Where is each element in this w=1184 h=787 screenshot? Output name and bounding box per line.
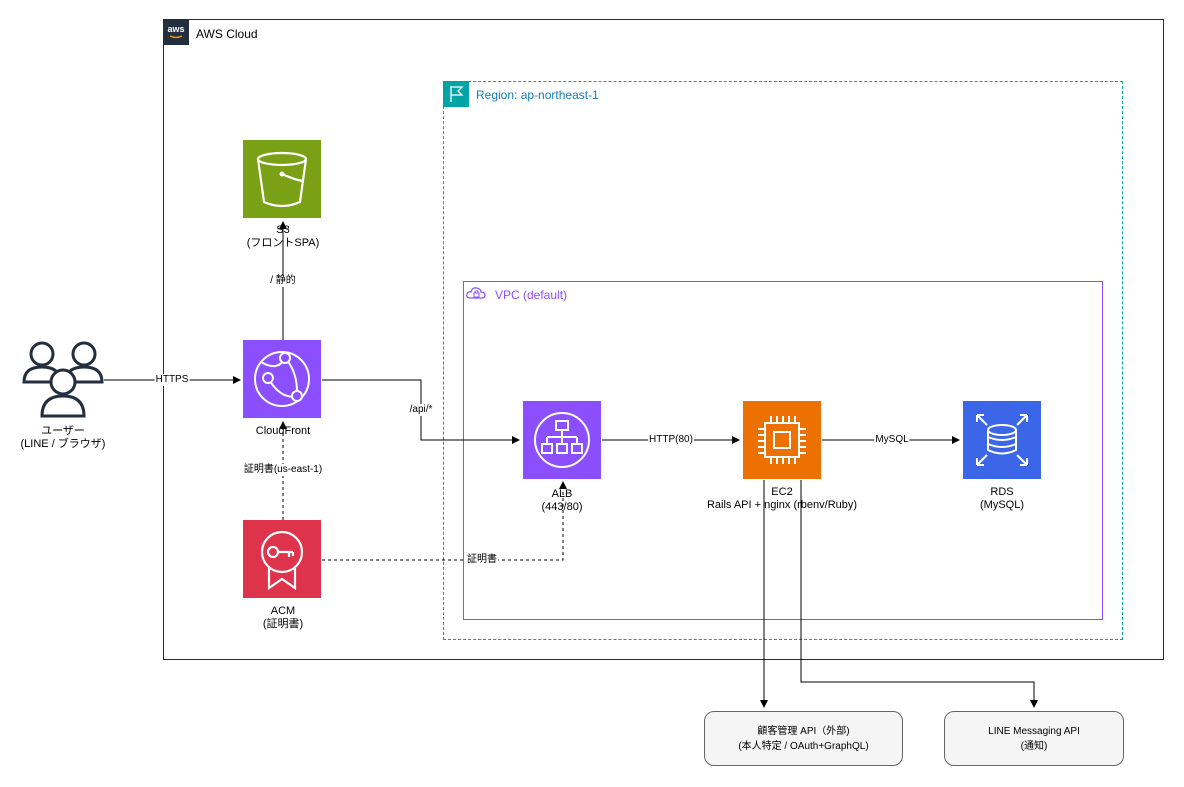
- user-label: ユーザー (LINE / ブラウザ): [21, 425, 106, 451]
- line-api-line1: LINE Messaging API: [988, 725, 1080, 737]
- edge-label-mysql: MySQL: [874, 434, 910, 446]
- vpc-cloud-icon: [463, 281, 489, 307]
- customer-api-line2: (本人特定 / OAuth+GraphQL): [738, 740, 869, 752]
- edge-acm-alb: [322, 481, 567, 561]
- rds-label-line2: (MySQL): [980, 499, 1024, 511]
- region-title: Region: ap-northeast-1: [476, 88, 599, 102]
- user-label-line2: (LINE / ブラウザ): [20, 438, 106, 450]
- s3-label: S3 (フロントSPA): [247, 224, 320, 250]
- alb-label-line1: ALB: [551, 488, 573, 500]
- ec2-label-line2: Rails API + nginx (rbenv/Ruby): [706, 499, 858, 511]
- aws-cloud-title: AWS Cloud: [196, 27, 258, 41]
- ec2-node[interactable]: [743, 401, 821, 479]
- rds-label-line1: RDS: [990, 486, 1014, 498]
- s3-label-line1: S3: [276, 224, 290, 236]
- user-label-line1: ユーザー: [41, 425, 85, 437]
- alb-label: ALB (443/80): [542, 488, 583, 514]
- line-api-line2: (通知): [1020, 740, 1048, 752]
- cloudfront-label: CloudFront: [255, 425, 311, 437]
- svg-text:aws: aws: [167, 24, 184, 34]
- ec2-label-line1: EC2: [771, 486, 793, 498]
- alb-node[interactable]: [523, 401, 601, 479]
- edge-label-https: HTTPS: [154, 374, 190, 386]
- edge-label-static: / 静的: [269, 275, 297, 287]
- edge-label-http80: HTTP(80): [648, 434, 694, 446]
- region-group: [443, 81, 1123, 640]
- line-api-box[interactable]: LINE Messaging API (通知): [944, 711, 1124, 766]
- acm-node[interactable]: [243, 520, 321, 598]
- aws-logo-icon: aws: [163, 19, 189, 45]
- cloudfront-node[interactable]: [243, 340, 321, 418]
- acm-label-line2: (証明書): [262, 618, 304, 630]
- s3-node[interactable]: [243, 140, 321, 218]
- customer-api-line1: 顧客管理 API（外部): [757, 725, 850, 737]
- flag-icon: [443, 81, 469, 107]
- alb-label-line2: (443/80): [541, 501, 583, 513]
- ec2-label: EC2 Rails API + nginx (rbenv/Ruby): [707, 486, 857, 512]
- edge-label-api: /api/*: [408, 404, 434, 416]
- s3-label-line2: (フロントSPA): [246, 237, 320, 249]
- rds-node[interactable]: [963, 401, 1041, 479]
- aws-cloud-group: [163, 19, 1164, 660]
- vpc-group: [463, 281, 1103, 620]
- edge-label-cert-us-east-1: 証明書(us-east-1): [242, 464, 324, 476]
- edge-ec2-line-api: [800, 480, 1038, 708]
- users-icon: [22, 340, 104, 420]
- acm-label: ACM (証明書): [263, 605, 303, 631]
- vpc-title: VPC (default): [495, 288, 568, 302]
- edge-label-cert: 証明書: [466, 554, 498, 566]
- customer-api-box[interactable]: 顧客管理 API（外部) (本人特定 / OAuth+GraphQL): [704, 711, 903, 766]
- acm-label-line1: ACM: [270, 605, 296, 617]
- rds-label: RDS (MySQL): [980, 486, 1024, 512]
